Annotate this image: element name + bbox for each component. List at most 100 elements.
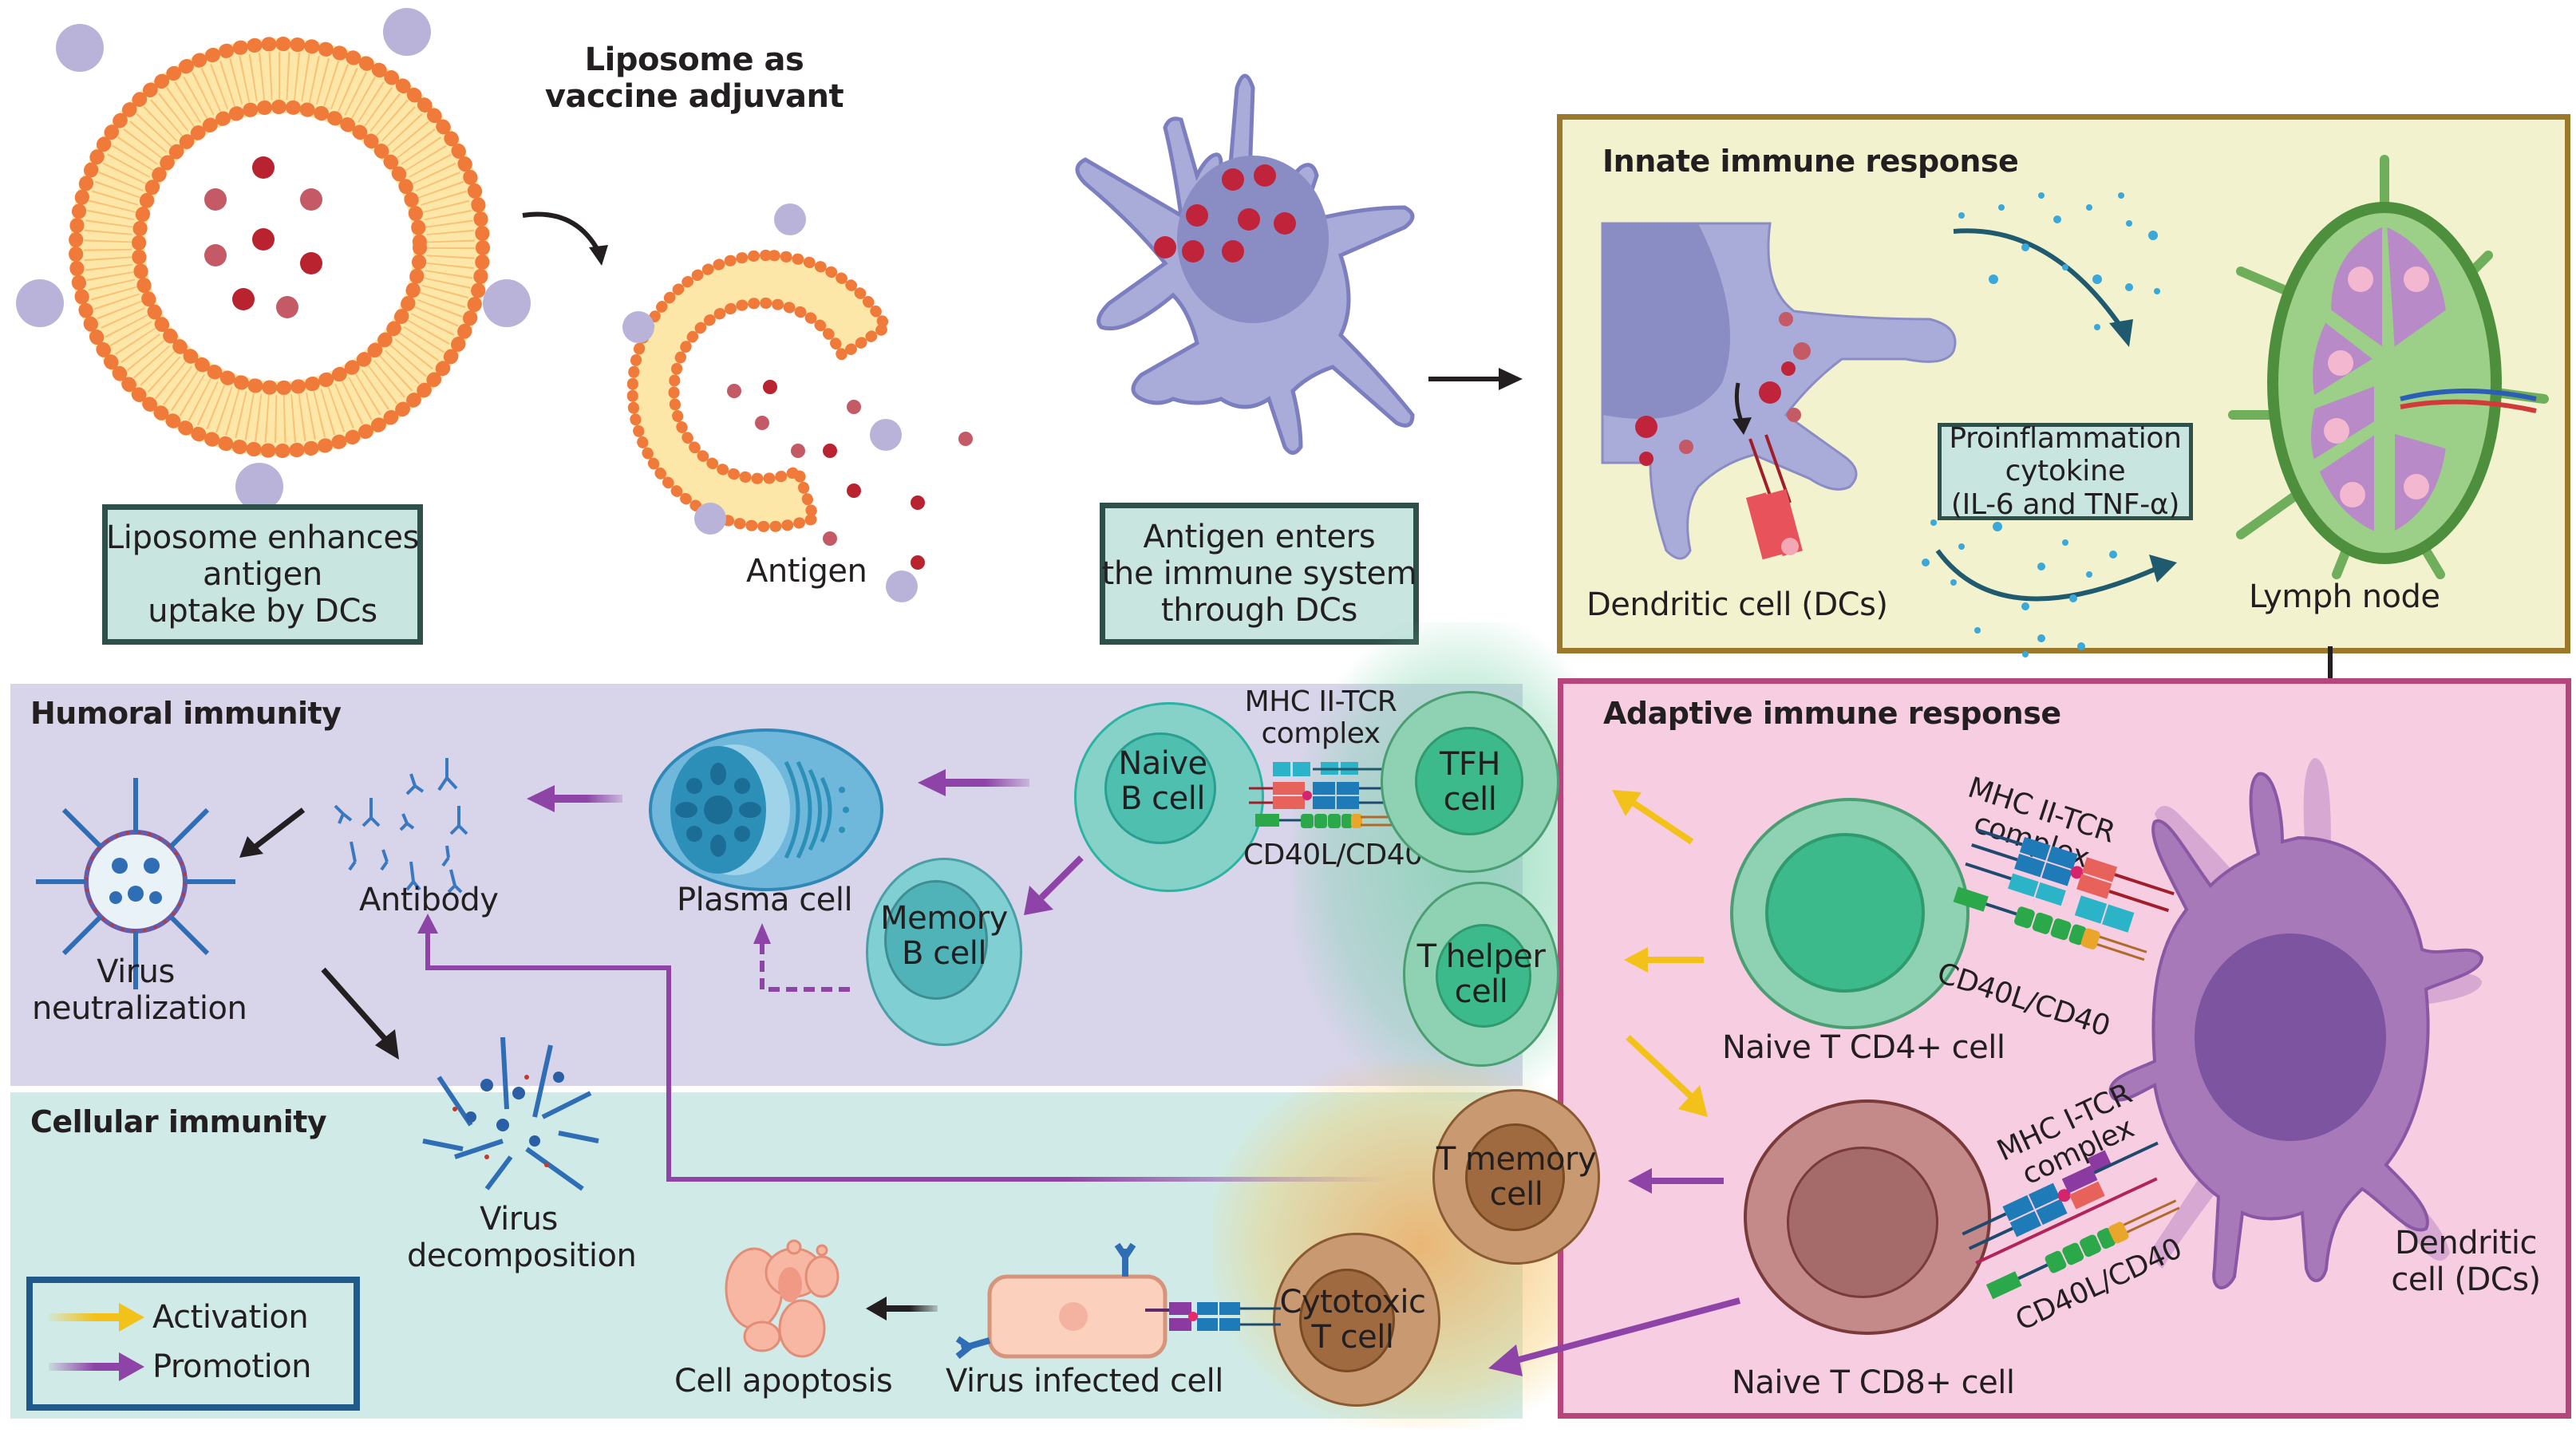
arrow-tmemory-to-antibody-icon xyxy=(417,914,1389,1182)
virus-decomposed-illustration xyxy=(422,1036,599,1191)
cell-apoptosis-label: Cell apoptosis xyxy=(674,1363,893,1399)
virus-decomposition-line-1: Virus xyxy=(480,1201,558,1238)
naive-b-line-2: B cell xyxy=(1120,780,1205,817)
legend-item-activation: Activation xyxy=(49,1299,309,1336)
broken-liposome-illustration xyxy=(622,203,973,602)
cytotoxic-t-nucleus xyxy=(1299,1269,1395,1372)
cellular-panel-title: Cellular immunity xyxy=(30,1104,327,1139)
virus-neutralization-label: Virus neutralization xyxy=(32,953,247,1027)
antibody-label: Antibody xyxy=(359,882,499,918)
antigen-enters-line-1: Antigen enters xyxy=(1143,519,1376,555)
legend-activation-label: Activation xyxy=(152,1299,309,1336)
antibody-cluster-illustration xyxy=(334,758,468,894)
cytotoxic-line-1: Cytotoxic xyxy=(1279,1284,1426,1320)
arrow-naiveb-to-memoryb-icon xyxy=(1024,855,1084,915)
naive-t-cd8-nucleus xyxy=(1787,1147,1938,1298)
tfh-line-1: TFH xyxy=(1439,746,1501,783)
liposome-uptake-box: Liposome enhances antigen uptake by DCs xyxy=(102,504,423,645)
arrow-to-innate-icon xyxy=(1428,368,1523,390)
memory-b-cell: Memory B cell xyxy=(866,858,1022,1046)
t-helper-nucleus xyxy=(1436,924,1531,1028)
arrow-naiveb-to-plasma-icon xyxy=(918,769,1029,796)
adaptive-dc-line-1: Dendritic xyxy=(2395,1225,2538,1261)
dashed-arrow-memoryb-to-plasma-icon xyxy=(753,923,850,992)
arrow-infected-to-apoptosis-icon xyxy=(866,1297,938,1320)
promotion-arrow-to-cytotoxic-icon xyxy=(1488,1297,1741,1376)
lymph-node-label: Lymph node xyxy=(2249,578,2440,615)
t-memory-nucleus xyxy=(1465,1123,1565,1231)
innate-dc-illustration xyxy=(1601,222,1957,560)
liposome-uptake-line-1: Liposome enhances xyxy=(105,519,420,556)
virus-decomposition-line-2: decomposition xyxy=(407,1238,637,1274)
naive-b-nucleus xyxy=(1104,732,1216,844)
cytokine-line-3: (IL-6 and TNF-α) xyxy=(1950,488,2180,521)
adaptive-dc-label: Dendritic cell (DCs) xyxy=(2382,1225,2550,1298)
promotion-arrow-to-tmemory-icon xyxy=(1628,1168,1724,1194)
virus-infected-cell-label: Virus infected cell xyxy=(946,1363,1223,1399)
memory-b-line-1: Memory xyxy=(880,900,1008,937)
humoral-panel-title: Humoral immunity xyxy=(30,696,342,731)
virus-neutralization-line-1: Virus xyxy=(97,953,175,990)
legend-promotion-label: Promotion xyxy=(152,1348,312,1385)
cytokine-top-arrow xyxy=(1953,192,2160,347)
legend-item-promotion: Promotion xyxy=(49,1348,312,1385)
cell-apoptosis-illustration xyxy=(725,1239,840,1358)
arrow-neutralization-to-decomposition-icon xyxy=(321,967,399,1060)
arrow-plasma-to-antibody-icon xyxy=(527,785,622,812)
humoral-mhc2-line-2: complex xyxy=(1261,717,1381,751)
cytotoxic-line-2: T cell xyxy=(1311,1319,1394,1356)
virus-neutralization-line-2: neutralization xyxy=(32,990,247,1027)
cytotoxic-t-cell: Cytotoxic T cell xyxy=(1273,1233,1440,1407)
dendritic-cell-illustration xyxy=(1075,73,1415,455)
humoral-mhc2-label: MHC II-TCR complex xyxy=(1241,685,1401,751)
innate-panel-title: Innate immune response xyxy=(1602,144,2019,179)
virus-decomposition-label: Virus decomposition xyxy=(407,1201,637,1274)
activation-arrow-icon xyxy=(49,1303,144,1332)
lymph-node-illustration xyxy=(2228,155,2549,579)
adaptive-mhc2-receptor-complex xyxy=(1953,828,2175,961)
liposome-title-line-2: vaccine adjuvant xyxy=(544,78,844,115)
t-memory-line-1: T memory xyxy=(1436,1141,1597,1178)
cytokine-box: Proinflammation cytokine (IL-6 and TNF-α… xyxy=(1938,421,2193,521)
plasma-cell-label: Plasma cell xyxy=(677,882,853,918)
antigen-label: Antigen xyxy=(746,553,867,590)
memory-b-line-2: B cell xyxy=(902,935,986,972)
naive-t-cd8-cell xyxy=(1744,1099,1991,1335)
liposome-title-line-1: Liposome as xyxy=(584,41,804,78)
plasma-cell-illustration xyxy=(649,728,883,891)
tfh-nucleus xyxy=(1415,727,1523,835)
t-helper-line-1: T helper xyxy=(1416,938,1546,975)
humoral-receptor-complex xyxy=(1249,762,1393,828)
antigen-enters-box: Antigen enters the immune system through… xyxy=(1100,503,1419,645)
arrow-antibody-to-virus-icon xyxy=(239,807,306,858)
activation-arrow-to-tfh-icon xyxy=(1612,790,1694,845)
naive-t-cd8-label: Naive T CD8+ cell xyxy=(1732,1364,2015,1401)
naive-t-cd4-label: Naive T CD4+ cell xyxy=(1722,1029,2005,1066)
humoral-mhc2-line-1: MHC II-TCR xyxy=(1244,685,1397,718)
memory-b-nucleus xyxy=(884,880,988,1000)
activation-arrow-to-thelper-icon xyxy=(1624,947,1704,973)
adaptive-dendritic-cell-illustration xyxy=(2108,758,2484,1289)
t-helper-line-2: cell xyxy=(1454,973,1508,1010)
adaptive-mhc1-receptor-complex xyxy=(1962,1141,2180,1300)
promotion-arrow-icon xyxy=(49,1352,144,1381)
activation-arrow-to-cd8-icon xyxy=(1626,1035,1708,1117)
tfh-cell: TFH cell xyxy=(1381,691,1559,873)
virus-neutralized-illustration xyxy=(36,778,235,989)
t-memory-line-2: cell xyxy=(1489,1176,1543,1213)
naive-t-cd4-nucleus xyxy=(1765,833,1925,993)
cytokine-line-1: Proinflammation xyxy=(1949,421,2182,455)
adaptive-dc-line-2: cell (DCs) xyxy=(2391,1261,2541,1298)
liposome-illustration xyxy=(16,8,531,511)
t-memory-cell: T memory cell xyxy=(1432,1089,1600,1265)
liposome-uptake-line-3: uptake by DCs xyxy=(148,593,377,630)
curved-arrow-icon xyxy=(522,211,608,266)
liposome-title: Liposome as vaccine adjuvant xyxy=(527,41,862,115)
tfh-line-2: cell xyxy=(1443,781,1497,818)
innate-dc-label: Dendritic cell (DCs) xyxy=(1586,586,1888,623)
naive-t-cd4-cell xyxy=(1730,798,1970,1029)
liposome-uptake-line-2: antigen xyxy=(203,556,322,593)
adaptive-panel-title: Adaptive immune response xyxy=(1603,696,2061,731)
naive-b-cell: Naive B cell xyxy=(1074,702,1264,892)
